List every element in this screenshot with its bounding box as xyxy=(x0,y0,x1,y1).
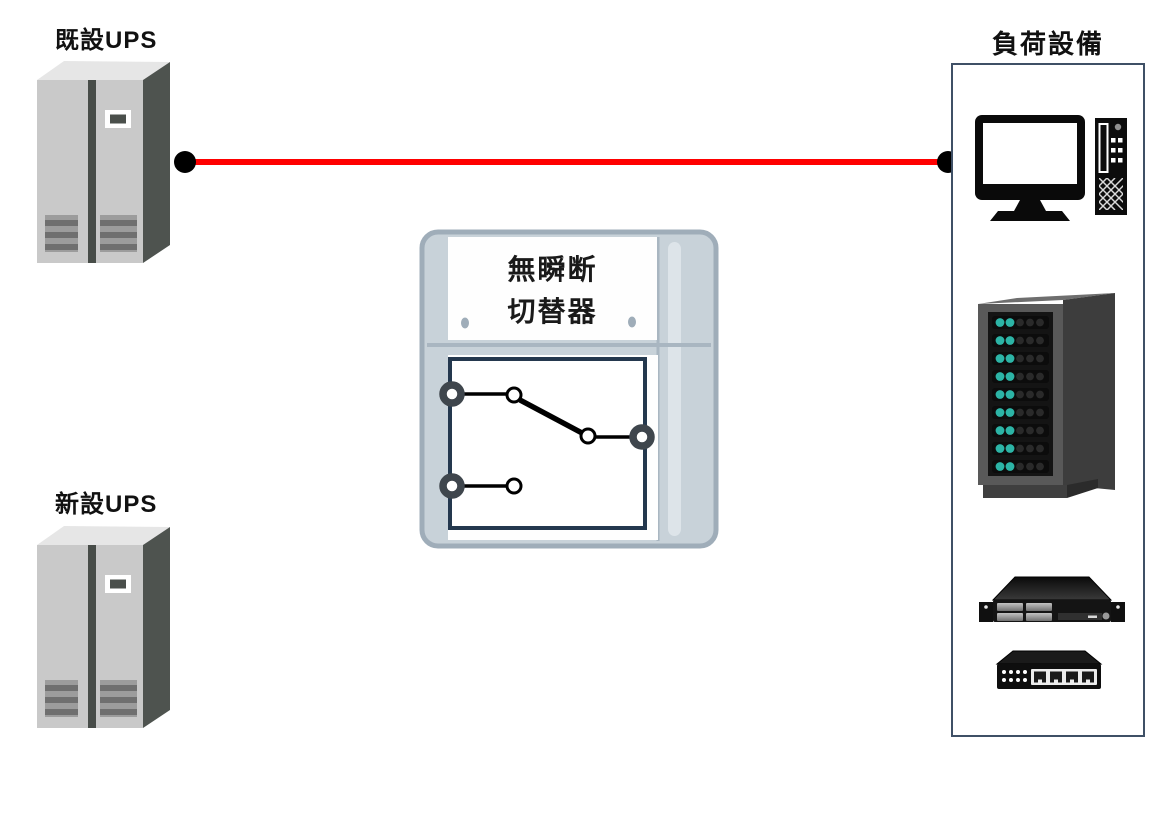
transfer-switch-label-line2: 切替器 xyxy=(507,296,598,327)
network-switch-icon xyxy=(994,648,1106,692)
load-equipment-label: 負荷設備 xyxy=(991,29,1104,59)
server-rack-icon xyxy=(975,290,1120,502)
existing-ups-label: 既設UPS xyxy=(55,27,158,54)
new-ups-label: 新設UPS xyxy=(55,491,158,518)
new-ups-icon xyxy=(35,523,185,733)
transfer-switch-label-line1: 無瞬断 xyxy=(507,254,598,285)
connection-node-left-icon xyxy=(174,151,196,173)
existing-ups-icon xyxy=(35,58,185,268)
rack-server-icon xyxy=(976,574,1128,626)
transfer-switch-icon: 無瞬断 切替器 xyxy=(418,228,720,550)
desktop-pc-icon xyxy=(968,110,1130,226)
active-power-line xyxy=(186,159,943,165)
